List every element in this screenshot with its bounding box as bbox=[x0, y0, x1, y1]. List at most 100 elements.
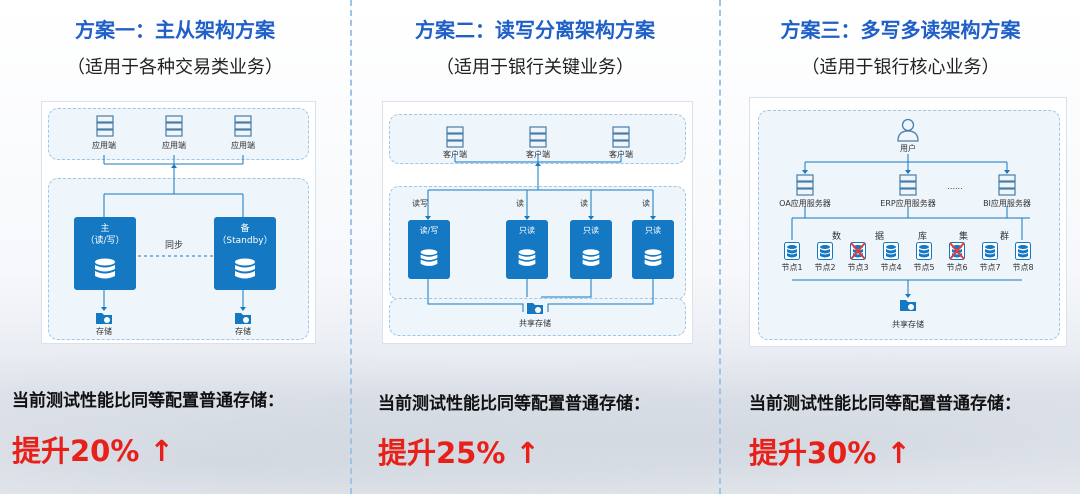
storage-folder-icon bbox=[527, 303, 543, 314]
cluster-node: 节点7 bbox=[976, 240, 1004, 280]
scheme2-diagram: 客户端 客户端 客户端 读写 读 读 读 读/写 只读 只读 只读 共享存储 bbox=[382, 101, 693, 344]
node-label: 节点6 bbox=[946, 263, 968, 272]
master-title: 主 bbox=[100, 224, 110, 234]
divider-1 bbox=[350, 0, 352, 494]
scheme3-boost: 提升30% ↑ bbox=[749, 436, 911, 470]
scheme3-column: 方案三：多写多读架构方案 （适用于银行核心业务） 用户 OA应用 bbox=[721, 0, 1080, 494]
scheme1-metric: 当前测试性能比同等配置普通存储： bbox=[12, 391, 284, 411]
background-wave bbox=[0, 330, 1080, 494]
failed-node-icon bbox=[949, 242, 965, 260]
scheme1-boost: 提升20% ↑ bbox=[12, 434, 174, 468]
client-label: 客户端 bbox=[443, 150, 467, 159]
standby-title: 备 bbox=[240, 224, 250, 234]
client-label: 客户端 bbox=[609, 150, 633, 159]
ro-node-label: 只读 bbox=[519, 226, 535, 235]
scheme3-metric: 当前测试性能比同等配置普通存储： bbox=[749, 394, 1021, 414]
cluster-char: 据 bbox=[875, 232, 885, 242]
scheme2-column: 方案二：读写分离架构方案 （适用于银行关键业务） bbox=[352, 0, 718, 494]
database-icon bbox=[784, 242, 800, 260]
server-ellipsis: ...... bbox=[947, 182, 963, 191]
user-label: 用户 bbox=[900, 144, 916, 153]
master-node: 主 （读/写） bbox=[74, 217, 136, 290]
app-label: 应用端 bbox=[162, 141, 186, 150]
scheme1-subtitle: （适用于各种交易类业务） bbox=[67, 57, 283, 78]
scheme1-column: 方案一：主从架构方案 （适用于各种交易类业务） 应用端 bbox=[0, 0, 350, 494]
server-icon bbox=[165, 115, 183, 137]
read-edge-label: 读 bbox=[516, 199, 524, 208]
server-icon bbox=[446, 126, 464, 148]
standby-role: （Standby） bbox=[217, 236, 273, 246]
database-icon bbox=[95, 258, 115, 279]
shared-storage-label: 共享存储 bbox=[519, 319, 551, 328]
divider-2 bbox=[719, 0, 721, 494]
node-label: 节点3 bbox=[847, 263, 869, 272]
database-icon bbox=[982, 242, 998, 260]
master-role: （读/写） bbox=[85, 236, 125, 246]
database-icon bbox=[518, 249, 536, 266]
server-label: BI应用服务器 bbox=[983, 199, 1031, 208]
cluster-node: 节点1 bbox=[778, 240, 806, 280]
read-edge-label: 读 bbox=[580, 199, 588, 208]
scheme2-subtitle: （适用于银行关键业务） bbox=[436, 57, 634, 78]
cluster-char: 数 bbox=[832, 232, 842, 242]
database-icon bbox=[420, 249, 438, 266]
cluster-node: 节点8 bbox=[1009, 240, 1037, 280]
sync-label: 同步 bbox=[164, 241, 183, 251]
storage-label: 存储 bbox=[235, 327, 251, 336]
rw-edge-label: 读写 bbox=[412, 199, 428, 208]
server-icon bbox=[998, 174, 1016, 196]
scheme3-subtitle: （适用于银行核心业务） bbox=[801, 57, 1000, 78]
ro-node: 只读 bbox=[506, 220, 548, 279]
database-icon bbox=[916, 242, 932, 260]
node-row: 节点1 节点2 节点3 节点4 节点5 节点6 节点7 节点8 bbox=[750, 240, 1066, 280]
read-edge-label: 读 bbox=[642, 199, 650, 208]
database-icon bbox=[582, 249, 600, 266]
cluster-char: 群 bbox=[1000, 232, 1010, 242]
cluster-char: 库 bbox=[918, 232, 928, 242]
app-label: 应用端 bbox=[92, 141, 116, 150]
server-icon bbox=[96, 115, 114, 137]
user-icon bbox=[897, 118, 919, 142]
client-label: 客户端 bbox=[526, 150, 550, 159]
database-icon bbox=[235, 258, 255, 279]
scheme2-boost: 提升25% ↑ bbox=[378, 436, 540, 470]
database-icon bbox=[644, 249, 662, 266]
scheme1-connectors bbox=[101, 155, 246, 311]
storage-label: 存储 bbox=[96, 327, 112, 336]
node-label: 节点4 bbox=[880, 263, 902, 272]
rw-node: 读/写 bbox=[408, 220, 450, 279]
cluster-node: 节点4 bbox=[877, 240, 905, 280]
cluster-node: 节点3 bbox=[844, 240, 872, 280]
node-label: 节点1 bbox=[781, 263, 803, 272]
server-label: ERP应用服务器 bbox=[880, 199, 936, 208]
cluster-node: 节点6 bbox=[943, 240, 971, 280]
database-icon bbox=[883, 242, 899, 260]
scheme2-connectors bbox=[425, 153, 656, 312]
node-label: 节点8 bbox=[1012, 263, 1034, 272]
database-icon bbox=[817, 242, 833, 260]
server-label: OA应用服务器 bbox=[779, 199, 831, 208]
node-label: 节点2 bbox=[814, 263, 836, 272]
server-icon bbox=[899, 174, 917, 196]
storage-folder-icon bbox=[235, 313, 251, 324]
shared-storage-label: 共享存储 bbox=[892, 320, 924, 329]
cluster-char: 集 bbox=[959, 232, 969, 242]
ro-node: 只读 bbox=[570, 220, 612, 279]
app-label: 应用端 bbox=[231, 141, 255, 150]
scheme2-title: 方案二：读写分离架构方案 bbox=[415, 18, 655, 42]
scheme3-title: 方案三：多写多读架构方案 bbox=[780, 18, 1021, 42]
cluster-node: 节点5 bbox=[910, 240, 938, 280]
server-icon bbox=[234, 115, 252, 137]
scheme3-diagram: 用户 OA应用服务器 ERP应用服务器 BI应用服务器 ...... 数 据 库… bbox=[749, 97, 1067, 347]
scheme2-metric: 当前测试性能比同等配置普通存储： bbox=[378, 394, 650, 414]
ro-node-label: 只读 bbox=[583, 226, 599, 235]
database-icon bbox=[1015, 242, 1031, 260]
server-icon bbox=[529, 126, 547, 148]
node-label: 节点5 bbox=[913, 263, 935, 272]
ro-node: 只读 bbox=[632, 220, 674, 279]
node-label: 节点7 bbox=[979, 263, 1001, 272]
server-icon bbox=[612, 126, 630, 148]
failed-node-icon bbox=[850, 242, 866, 260]
rw-node-label: 读/写 bbox=[419, 226, 439, 235]
scheme1-diagram: 应用端 应用端 应用端 主 （读/写） 备 （Standby） 同步 存储 存储 bbox=[41, 101, 316, 344]
